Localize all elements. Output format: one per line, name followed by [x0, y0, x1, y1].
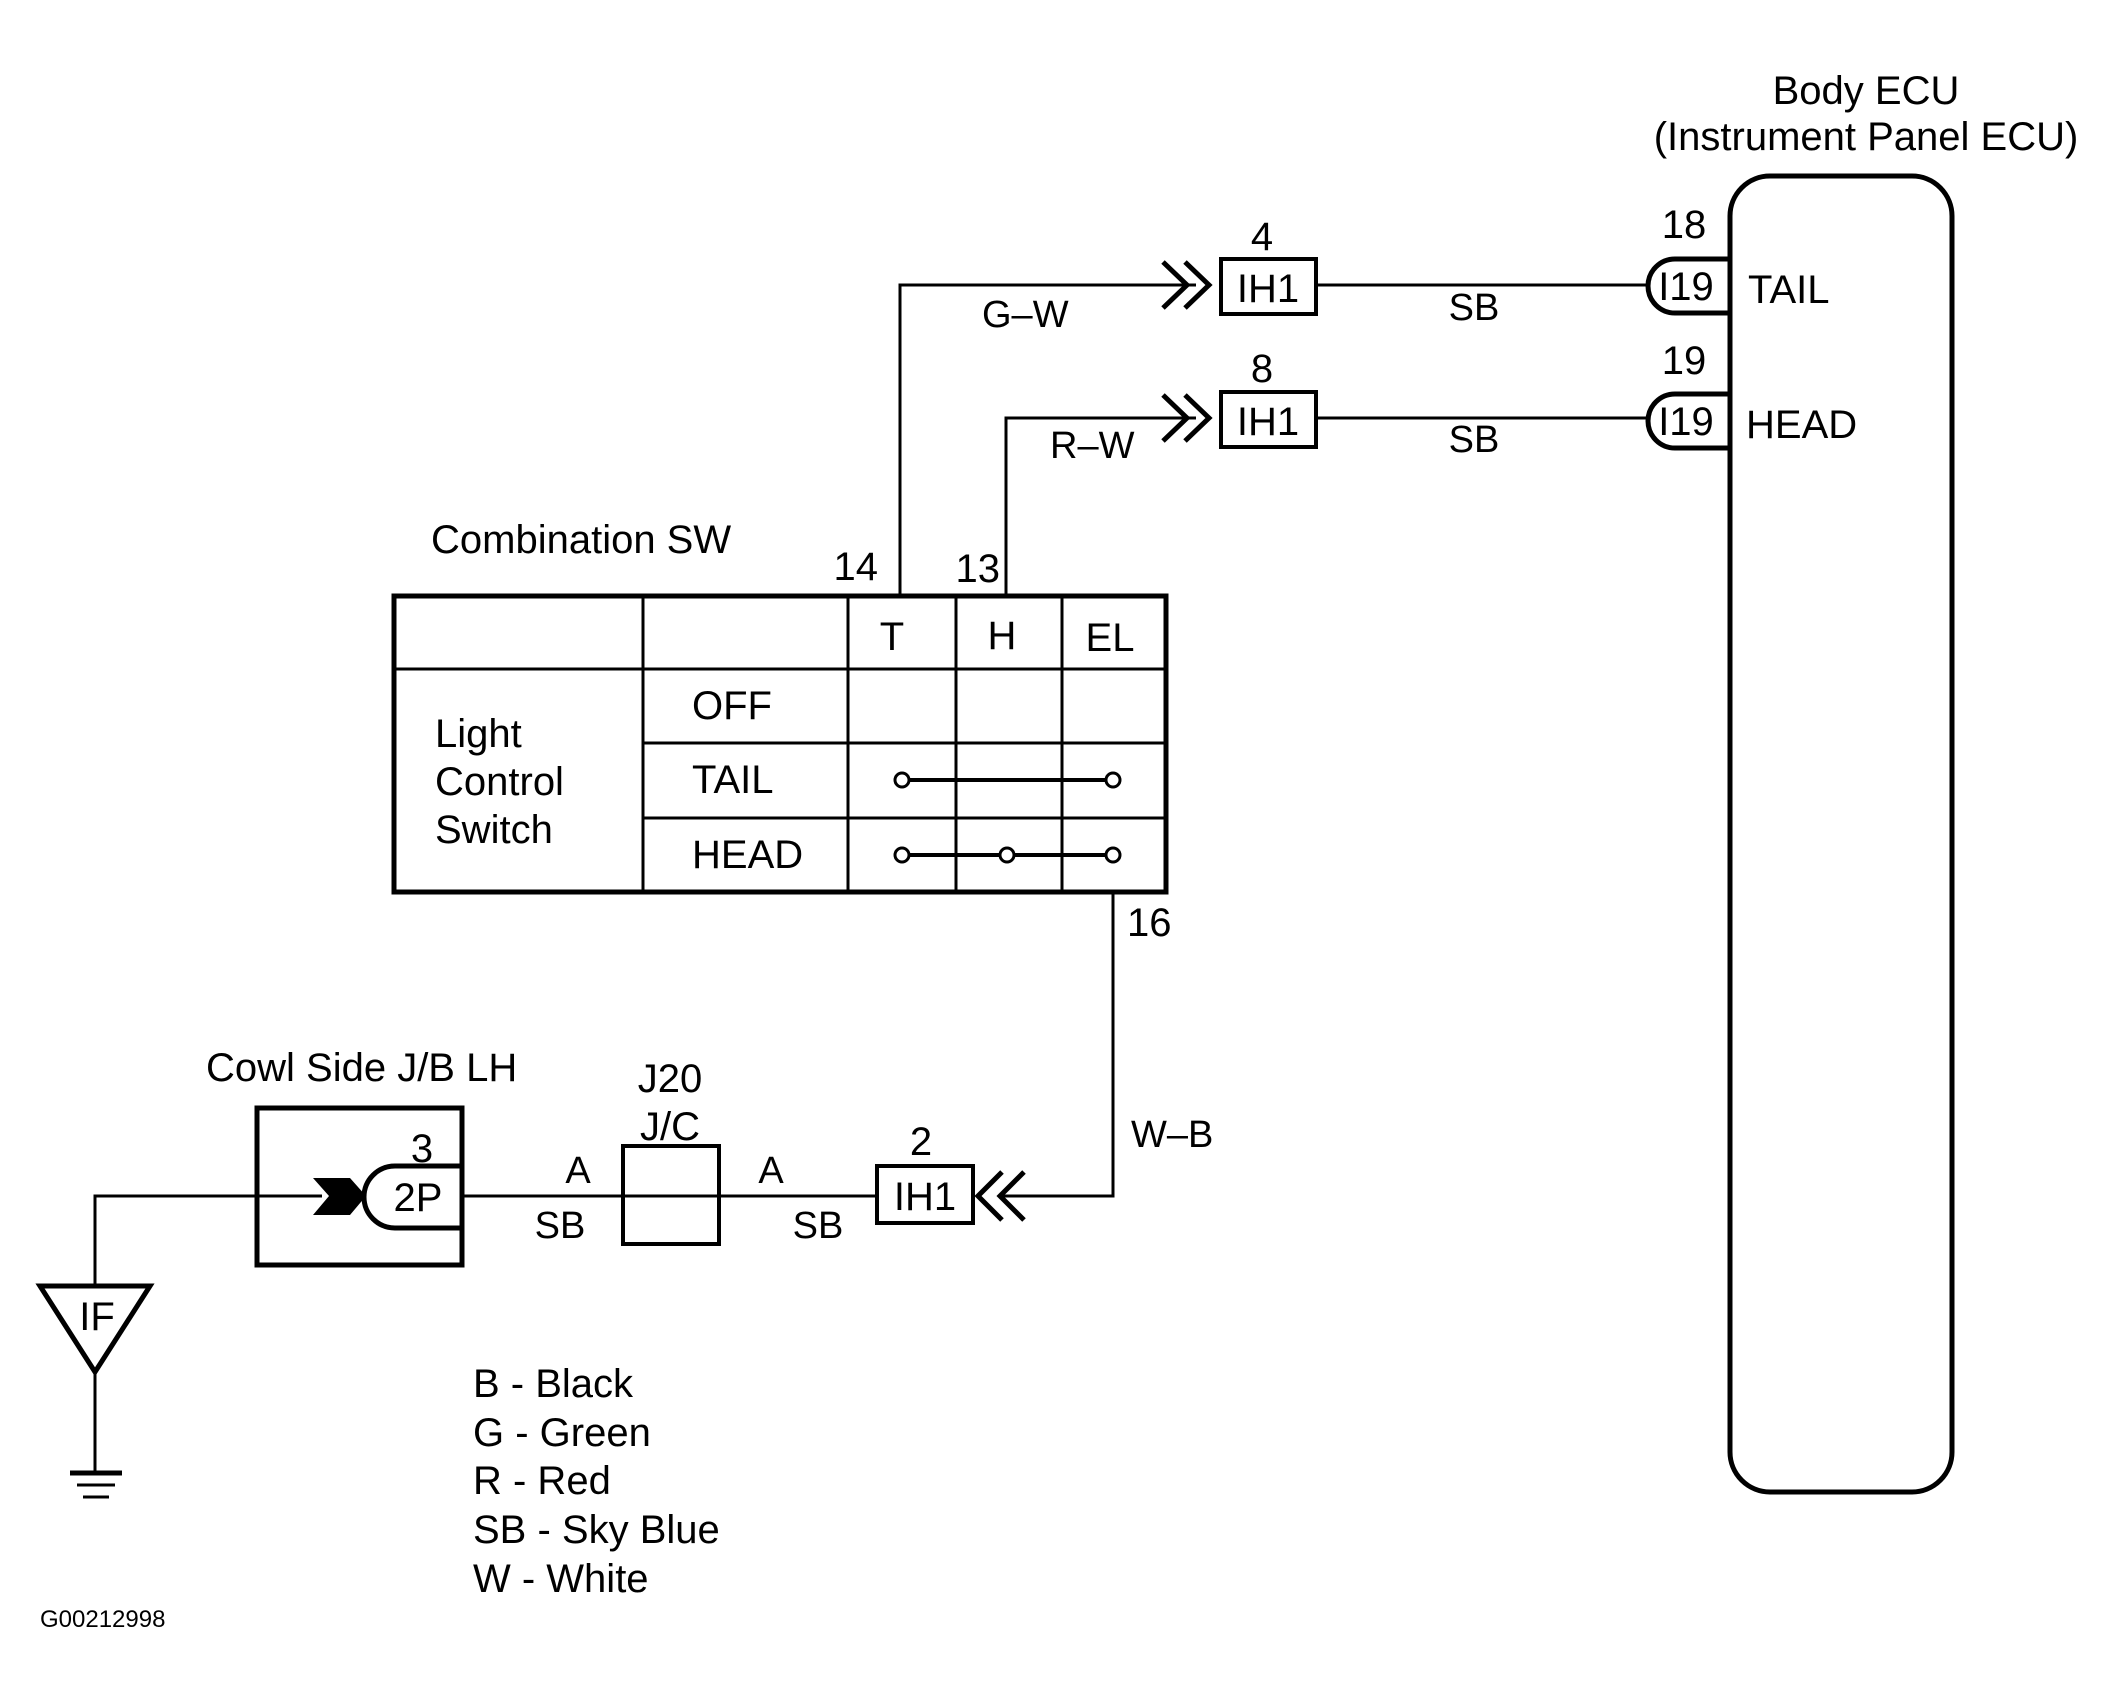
pin-number: 3	[411, 1127, 433, 1171]
connector-id: 2P	[394, 1176, 443, 1220]
junction-box	[621, 1144, 721, 1246]
inline-connector-ih1-2: 2 IH1	[875, 1120, 1026, 1225]
legend-item: G - Green	[473, 1411, 651, 1455]
legend-item: W - White	[473, 1557, 649, 1601]
wire-label-g-w: G–W	[982, 294, 1069, 336]
junction-pin-label: A	[758, 1150, 784, 1192]
male-terminal-icon	[1161, 260, 1191, 310]
combination-sw-title: Combination SW	[431, 518, 731, 562]
body-ecu-subtitle: (Instrument Panel ECU)	[1654, 115, 2079, 159]
wire-label-sb: SB	[1449, 287, 1500, 329]
ih1-connector-box	[1219, 390, 1318, 449]
continuity-terminal-h	[998, 846, 1016, 864]
continuity-marks	[893, 771, 1122, 864]
column-header-h: H	[988, 614, 1017, 658]
wire-g-w	[898, 283, 1196, 595]
continuity-terminal-t	[893, 846, 911, 864]
pin-number: 8	[1251, 347, 1273, 391]
wire-label-sb: SB	[535, 1205, 586, 1247]
figure-code: G00212998	[40, 1606, 165, 1633]
wire-w-b	[1000, 892, 1115, 1198]
wire-label-w-b: W–B	[1131, 1114, 1213, 1156]
column-header-el: EL	[1086, 616, 1135, 660]
female-terminal-icon	[996, 1170, 1026, 1222]
connector-id: I19	[1658, 265, 1714, 309]
terminal-label: TAIL	[1748, 268, 1830, 312]
cowl-side-junction-block: Cowl Side J/B LH 3 2P	[206, 1046, 517, 1268]
connector-id: I19	[1658, 400, 1714, 444]
pin-number-t: 14	[834, 545, 879, 589]
combination-switch: Combination SW 14 13 T H EL Light Contro…	[391, 518, 1169, 895]
female-terminal-icon	[974, 1170, 1004, 1222]
cowl-side-jb-title: Cowl Side J/B LH	[206, 1046, 517, 1090]
ecu-terminal-head: 19 I19 HEAD	[1645, 339, 1857, 451]
legend-item: R - Red	[473, 1459, 611, 1503]
connector-id: IH1	[1237, 267, 1299, 311]
wire-color-legend: B - Black G - Green R - Red SB - Sky Blu…	[473, 1362, 720, 1601]
position-head: HEAD	[692, 833, 803, 877]
switch-label-line1: Light	[435, 712, 522, 756]
wire-label-sb: SB	[793, 1205, 844, 1247]
wire-ground	[93, 1194, 322, 1285]
i19-connector-icon	[1645, 391, 1730, 451]
junction-id: J20	[638, 1057, 703, 1101]
pin-number-h: 13	[956, 547, 1001, 591]
wire-label-r-w: R–W	[1050, 425, 1135, 467]
position-off: OFF	[692, 684, 772, 728]
continuity-terminal-el	[1104, 771, 1122, 789]
junction-pin-label: A	[565, 1150, 591, 1192]
wire-r-w	[1004, 416, 1196, 595]
body-ecu-box	[1727, 173, 1955, 1495]
body-ecu: Body ECU (Instrument Panel ECU)	[1654, 69, 2079, 1495]
ground-point-label: IF	[79, 1295, 115, 1339]
switch-label-line2: Control	[435, 760, 564, 804]
pin-number-el: 16	[1127, 901, 1172, 945]
connector-id: IH1	[1237, 400, 1299, 444]
ground-point-if: IF	[35, 1283, 155, 1377]
male-terminal-icon	[1161, 393, 1191, 443]
legend-item: SB - Sky Blue	[473, 1508, 720, 1552]
continuity-terminal-t	[893, 771, 911, 789]
inline-connector-ih1-8: 8 IH1	[1161, 347, 1318, 449]
junction-type: J/C	[640, 1105, 700, 1149]
pin-number: 19	[1662, 339, 1707, 383]
ground-point-triangle	[35, 1283, 155, 1377]
ih1-connector-box	[1219, 257, 1318, 316]
continuity-terminal-el	[1104, 846, 1122, 864]
legend-item: B - Black	[473, 1362, 634, 1406]
connector-id: IH1	[894, 1175, 956, 1219]
ecu-terminal-tail: 18 I19 TAIL	[1645, 203, 1830, 316]
terminal-label: HEAD	[1746, 403, 1857, 447]
pin-number: 4	[1251, 215, 1273, 259]
position-tail: TAIL	[692, 758, 774, 802]
male-terminal-icon	[1183, 393, 1213, 443]
column-header-t: T	[880, 615, 904, 659]
male-terminal-icon	[313, 1178, 366, 1215]
ih1-connector-box	[875, 1164, 975, 1225]
inline-connector-ih1-4: 4 IH1	[1161, 215, 1318, 316]
junction-connector-j20: J20 J/C	[621, 1057, 721, 1246]
switch-label-line3: Switch	[435, 808, 553, 852]
pin-number: 2	[910, 1120, 932, 1164]
body-ecu-title: Body ECU	[1773, 69, 1960, 113]
wire-label-sb: SB	[1449, 419, 1500, 461]
ground-icon	[70, 1470, 122, 1499]
cowl-side-jb-box	[254, 1105, 465, 1268]
pin-number: 18	[1662, 203, 1707, 247]
male-terminal-icon	[1183, 260, 1213, 310]
